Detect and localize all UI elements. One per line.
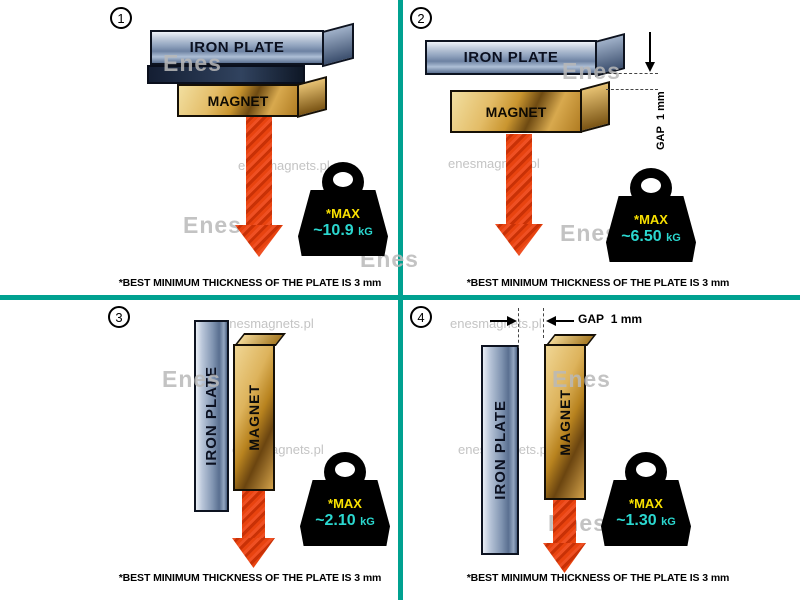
caption-bold: 3 mm [702,572,730,584]
gap-word: GAP [655,126,667,150]
gap-dimension-arrow-icon [645,62,655,72]
weight-kettlebell: *MAX ~6.50 kG [606,168,696,262]
gap-value: 1 mm [655,91,667,121]
caption-bold: 3 mm [354,572,382,584]
enes-logo-watermark: Enes [163,50,222,76]
site-watermark: enesmagnets.pl [450,316,542,331]
caption: *BEST MINIMUM THICKNESS OF THE PLATE IS … [398,572,798,584]
enes-logo-watermark: Enes [162,366,221,392]
magnet-label: MAGNET [485,103,547,120]
value-number: ~10.9 [313,222,354,239]
value-unit: kG [661,516,676,528]
gap-dimension-line [518,308,519,348]
panel-number-1: 1 [110,7,132,29]
magnet: MAGNET [450,90,582,133]
pull-force-arrow-shaft [506,134,532,226]
weight-kettlebell: *MAX ~1.30 kG [601,452,691,546]
pull-force-arrow-shaft [553,500,576,546]
panel-number-2: 2 [410,7,432,29]
weight-kettlebell: *MAX ~2.10 kG [300,452,390,546]
gap-value: 1 mm [610,312,643,326]
pull-force-arrow-head [232,538,275,568]
enes-logo-watermark: Enes [183,212,242,238]
max-label: *MAX [328,496,362,511]
plate-underside [147,65,305,84]
value-unit: kG [666,232,681,244]
magnet-side-face [297,75,327,119]
gap-dimension-line [606,89,658,90]
panel-number-4: 4 [410,306,432,328]
magnet: MAGNET [177,84,299,117]
iron-plate: IRON PLATE [194,320,229,512]
caption: *BEST MINIMUM THICKNESS OF THE PLATE IS … [50,572,450,584]
kettlebell-body: *MAX ~1.30 kG [601,480,691,546]
gap-dimension-line [598,73,658,74]
max-label: *MAX [629,496,663,511]
caption-text: *BEST MINIMUM THICKNESS OF THE PLATE IS [466,277,700,289]
max-value: ~2.10 kG [315,512,375,530]
vertical-divider [398,0,403,600]
gap-dimension-line [556,320,574,322]
pull-force-arrow-shaft [246,117,272,227]
caption-text: *BEST MINIMUM THICKNESS OF THE PLATE IS [118,572,352,584]
gap-label: GAP 1 mm [655,91,667,150]
caption: *BEST MINIMUM THICKNESS OF THE PLATE IS … [50,277,450,289]
iron-plate: IRON PLATE [481,345,519,555]
magnet: MAGNET [233,344,275,491]
kettlebell-body: *MAX ~10.9 kG [298,190,388,256]
iron-plate: IRON PLATE [425,40,597,75]
caption-text: *BEST MINIMUM THICKNESS OF THE PLATE IS [466,572,700,584]
value-unit: kG [358,226,373,238]
iron-plate-label: IRON PLATE [491,400,509,500]
enes-logo-watermark: Enes [562,58,621,84]
gap-word: GAP [578,312,605,326]
caption-bold: 3 mm [354,277,382,289]
iron-plate-side-face [322,22,354,68]
value-number: ~1.30 [616,512,657,529]
horizontal-divider [0,295,800,300]
caption-bold: 3 mm [702,277,730,289]
iron-plate-label: IRON PLATE [463,49,559,66]
gap-dimension-line [543,308,544,338]
magnet-label: MAGNET [557,388,573,456]
gap-dimension-arrow-icon [507,316,517,326]
gap-dimension-line [490,320,508,322]
value-number: ~6.50 [621,228,662,245]
max-label: *MAX [326,206,360,221]
pull-force-arrow-shaft [242,491,265,541]
pull-force-arrow-head [543,543,586,573]
caption-text: *BEST MINIMUM THICKNESS OF THE PLATE IS [118,277,352,289]
iron-plate-label: IRON PLATE [189,39,285,56]
magnet-label: MAGNET [246,384,262,451]
magnet-label: MAGNET [207,92,269,109]
max-label: *MAX [634,212,668,227]
caption: *BEST MINIMUM THICKNESS OF THE PLATE IS … [398,277,798,289]
max-value: ~6.50 kG [621,228,681,246]
kettlebell-body: *MAX ~6.50 kG [606,196,696,262]
gap-dimension-arrow-icon [546,316,556,326]
max-value: ~1.30 kG [616,512,676,530]
panel-number-3: 3 [108,306,130,328]
gap-dimension-line [649,32,651,64]
gap-label: GAP 1 mm [578,312,642,326]
pull-force-arrow-head [235,225,283,257]
kettlebell-body: *MAX ~2.10 kG [300,480,390,546]
max-value: ~10.9 kG [313,222,373,240]
site-watermark: enesmagnets.pl [222,316,314,331]
magnet: MAGNET [544,344,586,500]
iron-plate: IRON PLATE [150,30,324,65]
value-unit: kG [360,516,375,528]
value-number: ~2.10 [315,512,356,529]
weight-kettlebell: *MAX ~10.9 kG [298,162,388,256]
enes-logo-watermark: Enes [552,366,611,392]
pull-force-arrow-head [495,224,543,256]
